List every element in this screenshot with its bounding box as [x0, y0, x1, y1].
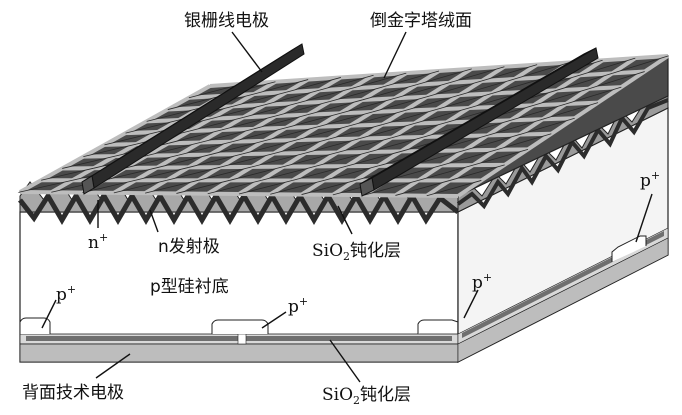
- label-sio2-bottom: SiO2钝化层: [322, 385, 411, 407]
- label-sio2-top: SiO2钝化层: [312, 241, 401, 263]
- leader-pyramid-surface: [384, 32, 406, 78]
- leader-grid-electrode: [232, 32, 262, 72]
- p-plus-contact-2: [212, 320, 268, 334]
- label-pyramid-surface: 倒金字塔绒面: [370, 11, 472, 31]
- label-back-electrode: 背面技术电极: [22, 383, 124, 403]
- back-metal-layer: [20, 344, 458, 362]
- label-grid-electrode: 银栅线电极: [184, 11, 269, 31]
- label-p-substrate: p型硅衬底: [150, 277, 229, 297]
- label-n-emitter: n发射极: [158, 237, 220, 257]
